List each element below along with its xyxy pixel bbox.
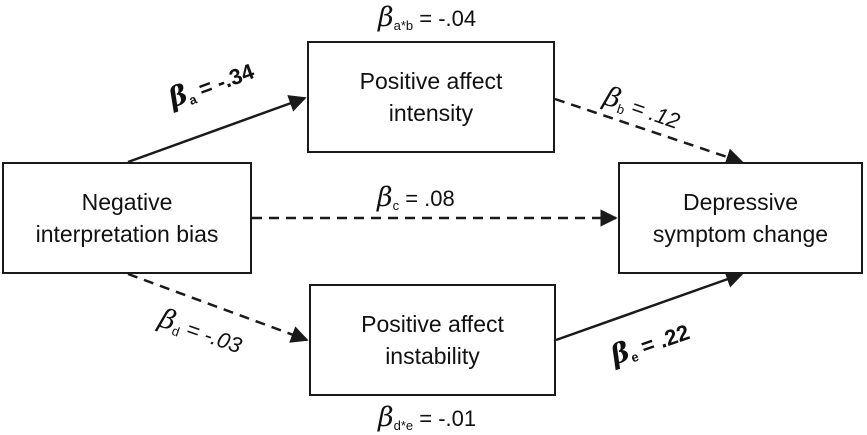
path-e-arrow [555,271,744,342]
box-label-line1: Depressive [682,188,799,215]
coef-subscript: d*e [393,418,414,433]
coef-de-label: βd*e = -.01 [378,404,476,432]
box-label-line1: Positive affect [361,310,504,337]
box-label-line2: intensity [388,100,474,126]
box-label-line2: symptom change [652,221,829,247]
coef-subscript: c [392,198,400,213]
positive-affect-instability-box: Positive affect instability [309,284,556,396]
depressive-symptom-change-box: Depressive symptom change [618,162,863,274]
coef-ab-label: βa*b = -.04 [378,4,476,32]
path-d-arrow [127,272,309,343]
beta-symbol: β [378,402,394,433]
coef-c-label: βc = .08 [377,184,455,212]
box-label-line1: Positive affect [359,67,503,94]
positive-affect-intensity-box: Positive affect intensity [307,41,555,153]
coef-value: = -.04 [413,6,477,31]
box-label-line2: instability [385,343,480,369]
box-label-line2: interpretation bias [35,221,219,247]
beta-symbol: β [377,182,393,213]
path-a-arrow [127,95,307,164]
coef-subscript: a*b [393,18,414,33]
beta-symbol: β [378,2,394,33]
coef-value: = .08 [399,186,455,211]
negative-interpretation-bias-box: Negative interpretation bias [2,162,252,274]
coef-value: = -.01 [413,406,477,431]
box-label-line1: Negative [81,188,173,215]
